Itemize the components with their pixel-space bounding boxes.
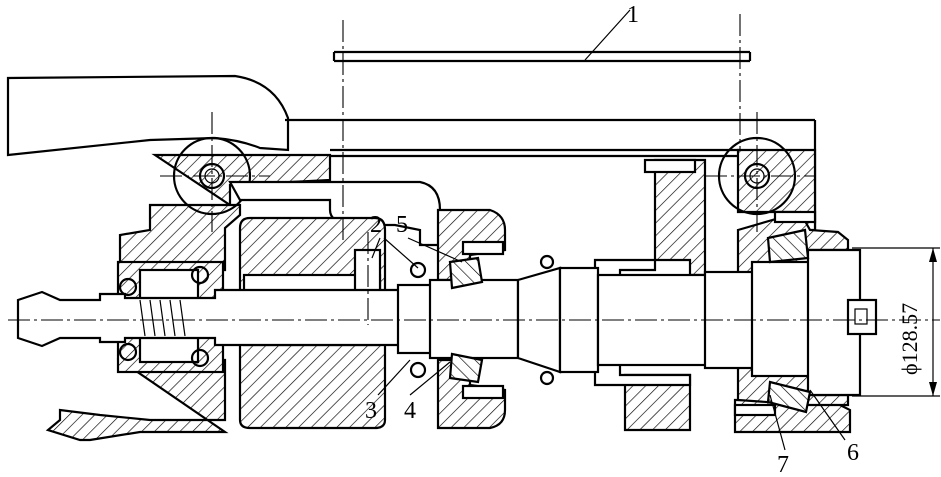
- left-lower-housing: [45, 358, 229, 442]
- label-4: 4: [404, 398, 416, 424]
- label-7: 7: [777, 452, 789, 477]
- cone-housing: [653, 158, 707, 277]
- left-arm: [6, 74, 290, 157]
- left-pivot: [160, 112, 270, 232]
- top-plate: [332, 50, 752, 63]
- right-pivot: [705, 112, 815, 232]
- frame-beam: [285, 118, 817, 230]
- label-1: 1: [627, 2, 639, 28]
- leader-lines: [371, 9, 846, 451]
- diameter-dimension: ϕ128.57: [852, 247, 940, 397]
- center-bracket: [228, 180, 442, 247]
- label-6: 6: [847, 440, 859, 466]
- diameter-value: ϕ128.57: [897, 303, 922, 375]
- label-3: 3: [365, 398, 377, 424]
- label-5: 5: [396, 212, 408, 238]
- label-2: 2: [370, 212, 382, 238]
- bolts: [461, 158, 817, 417]
- roller-bearings: [409, 228, 812, 414]
